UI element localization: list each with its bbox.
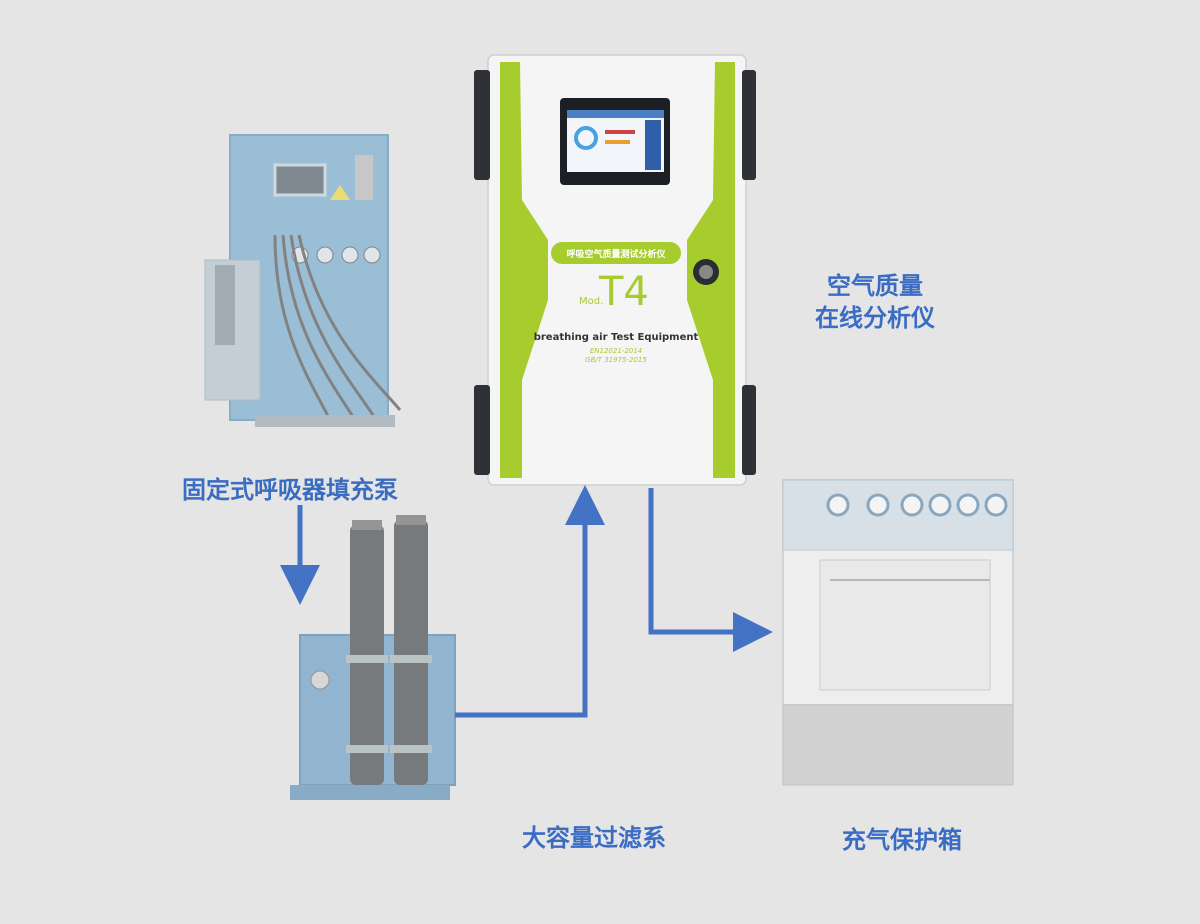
device-model-prefix: Mod. (579, 296, 603, 307)
label-analyzer-line2: 在线分析仪 (815, 304, 935, 332)
arrow-filter-to-analyzer (455, 485, 605, 718)
device-name-en: breathing air Test Equipment (534, 332, 699, 343)
filter-image (290, 515, 456, 800)
label-fill-box: 充气保护箱 (842, 826, 962, 854)
label-filter: 大容量过滤系 (522, 824, 666, 852)
device-model: T4 (598, 269, 649, 315)
label-compressor: 固定式呼吸器填充泵 (182, 476, 398, 504)
analyzer-cabinet (474, 54, 756, 486)
label-analyzer-line1: 空气质量 (827, 272, 923, 300)
label-analyzer: 空气质量 在线分析仪 (800, 270, 950, 334)
compressor-image (204, 134, 402, 427)
flow-arrows (280, 485, 773, 718)
device-standard-1: EN12021-2014 (590, 347, 642, 355)
arrow-analyzer-to-fillbox (648, 488, 773, 652)
device-standard-2: GB/T 31975-2015 (585, 356, 647, 364)
fill-box-image (782, 479, 1014, 786)
device-name-cn: 呼吸空气质量测试分析仪 (566, 248, 666, 260)
